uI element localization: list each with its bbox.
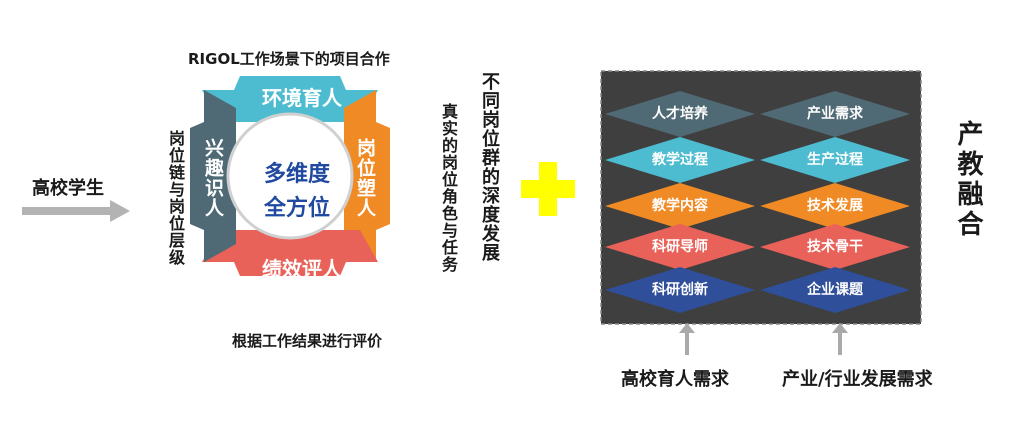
hub-text-line-1: 多维度 xyxy=(264,162,331,187)
left-diamond-5 xyxy=(605,267,755,313)
integration-title: 产教融合 xyxy=(953,120,983,240)
segment-right-shape xyxy=(344,90,390,262)
right-item-3: 技术发展 xyxy=(807,198,863,214)
left-diamond-1 xyxy=(605,91,755,137)
student-label: 高校学生 xyxy=(32,178,104,199)
right-arrow-icon xyxy=(22,200,130,222)
left-item-3: 教学内容 xyxy=(652,198,708,214)
plus-icon xyxy=(521,162,575,216)
segment-bottom-shape xyxy=(202,230,378,276)
right-diamond-2 xyxy=(760,137,910,183)
right-vertical-caption-2: 不同岗位群的深度发展 xyxy=(479,72,500,262)
segment-top-shape xyxy=(202,76,378,122)
right-item-4: 技术骨干 xyxy=(807,239,863,255)
left-diamond-3 xyxy=(605,183,755,229)
segment-right-label: 岗位塑人 xyxy=(354,138,376,218)
right-diamond-5 xyxy=(760,267,910,313)
right-diamond-4 xyxy=(760,224,910,270)
gear-ring-segments xyxy=(190,76,390,276)
left-item-2: 教学过程 xyxy=(652,152,708,168)
segment-left-label: 兴趣识人 xyxy=(202,138,224,218)
left-vertical-caption: 岗位链与岗位层级 xyxy=(166,130,185,266)
university-needs-label: 高校育人需求 xyxy=(621,369,729,390)
segment-left-shape xyxy=(190,90,236,262)
top-caption: RIGOL工作场景下的项目合作 xyxy=(188,50,390,68)
left-diamond-2 xyxy=(605,137,755,183)
right-diamond-3 xyxy=(760,183,910,229)
up-arrow-left-icon xyxy=(679,323,695,355)
hub-text-line-2: 全方位 xyxy=(264,196,331,221)
right-item-2: 生产过程 xyxy=(807,152,863,168)
integration-panel xyxy=(600,70,922,325)
right-item-1: 产业需求 xyxy=(807,106,863,122)
industry-needs-label: 产业/行业发展需求 xyxy=(782,369,933,390)
left-item-5: 科研创新 xyxy=(652,282,708,298)
gear-hub-circle xyxy=(226,112,354,240)
left-item-1: 人才培养 xyxy=(652,106,708,122)
gear-ring-diagram xyxy=(190,76,390,276)
segment-bottom-label: 绩效评人 xyxy=(262,257,342,281)
diamond-layer xyxy=(605,91,910,313)
left-diamond-4 xyxy=(605,224,755,270)
right-item-5: 企业课题 xyxy=(807,282,863,298)
right-vertical-caption-1: 真实的岗位角色与任务 xyxy=(439,103,458,273)
right-diamond-1 xyxy=(760,91,910,137)
bottom-caption: 根据工作结果进行评价 xyxy=(232,332,383,350)
up-arrow-right-icon xyxy=(832,323,848,355)
segment-top-label: 环境育人 xyxy=(262,86,342,110)
left-item-4: 科研导师 xyxy=(652,239,708,255)
